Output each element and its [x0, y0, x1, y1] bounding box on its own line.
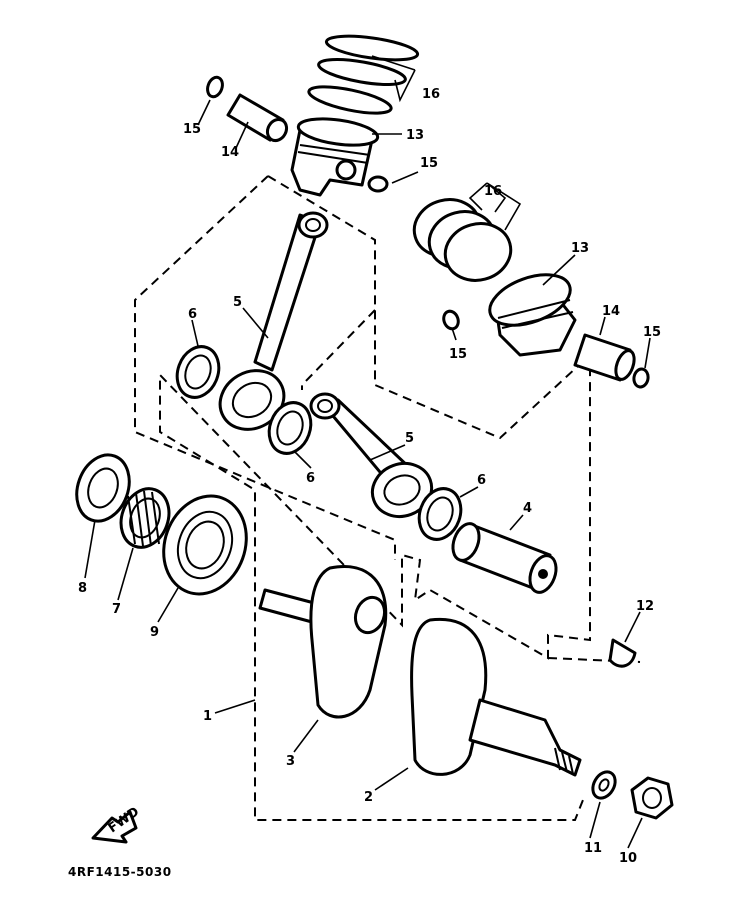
piston-pin-top	[226, 93, 289, 143]
circlip-right-right	[632, 367, 650, 389]
needle-bearing	[119, 487, 171, 549]
callout-13-top: 13	[406, 128, 424, 143]
piston-rings-right	[412, 198, 513, 282]
piston-pin-right	[573, 333, 636, 382]
crankshaft-left	[258, 565, 388, 719]
thrust-washer-right	[417, 487, 463, 541]
callout-labels: 16 13 15 14 15 16 13 14 15 15 6 5 5 6 6 …	[78, 87, 661, 866]
callout-5-upper: 5	[233, 295, 242, 310]
circlip-top-left	[206, 75, 224, 99]
callout-15-top-left: 15	[183, 122, 201, 137]
thrust-washer-upper	[175, 345, 221, 399]
callout-15-top-right: 15	[420, 156, 438, 171]
callout-16-top: 16	[422, 87, 440, 102]
piston-top	[290, 117, 380, 197]
callout-7: 7	[112, 602, 121, 617]
woodruff-key	[608, 638, 637, 668]
callout-15-far-right: 15	[643, 325, 661, 340]
callout-2: 2	[364, 790, 373, 805]
crankshaft-right	[410, 617, 582, 777]
callout-9: 9	[150, 625, 159, 640]
callout-12: 12	[636, 599, 654, 614]
callout-1: 1	[203, 709, 212, 724]
crank-pin	[451, 522, 558, 594]
callout-5-lower: 5	[405, 431, 414, 446]
connecting-rod-upper	[218, 211, 329, 431]
callout-13-right: 13	[571, 241, 589, 256]
upper-piston-outline	[301, 309, 376, 390]
part-code: 4RF1415-5030	[68, 865, 172, 879]
callout-16-right: 16	[484, 184, 502, 199]
oil-seal	[75, 453, 131, 523]
forward-arrow-icon: FWD	[91, 804, 142, 844]
callout-6-middle: 6	[306, 471, 315, 486]
circlip-top-right	[367, 175, 389, 193]
callout-14-right: 14	[602, 304, 620, 319]
thrust-washer-middle	[267, 401, 313, 455]
ball-bearing	[162, 494, 248, 596]
callout-4: 4	[523, 501, 532, 516]
callout-8: 8	[78, 581, 87, 596]
callout-6-right: 6	[477, 473, 486, 488]
callout-11: 11	[584, 841, 602, 856]
leader-lines	[84, 55, 651, 849]
piston-rings-top	[307, 34, 420, 115]
piston-right	[488, 273, 577, 357]
nut	[630, 776, 674, 820]
upper-outline	[134, 175, 396, 560]
circlip-right-left	[442, 309, 460, 331]
crankshaft-assembly-outline	[159, 175, 591, 821]
callout-14-top: 14	[221, 145, 239, 160]
callout-10: 10	[619, 851, 637, 866]
callout-15-right: 15	[449, 347, 467, 362]
callout-6-upper: 6	[188, 307, 197, 322]
callout-3: 3	[286, 754, 295, 769]
washer	[591, 770, 617, 800]
connecting-rod-lower	[309, 392, 434, 518]
